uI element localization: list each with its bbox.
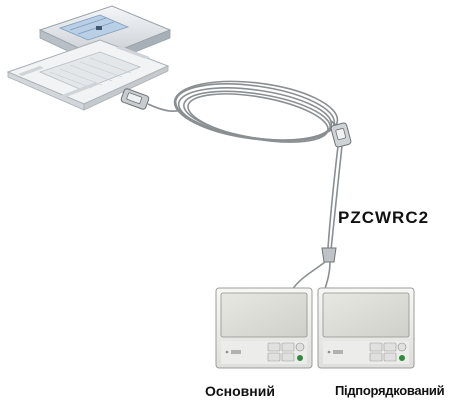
cable-connector-icon: [120, 88, 150, 110]
cable-model-label: PZCWRC2: [338, 208, 430, 227]
wired-remote-controller-icon: [215, 287, 313, 369]
sub-controller-label: Підпорядкований: [335, 383, 445, 398]
cable-coil-icon: [147, 80, 347, 143]
main-controller-label: Основний: [205, 383, 275, 399]
cable-connector-icon: [291, 247, 337, 293]
wired-remote-controller-icon: [317, 287, 415, 369]
cable-line: [327, 145, 343, 251]
cable-connector-icon: [330, 122, 352, 148]
cassette-air-conditioner-icon: [6, 5, 172, 111]
